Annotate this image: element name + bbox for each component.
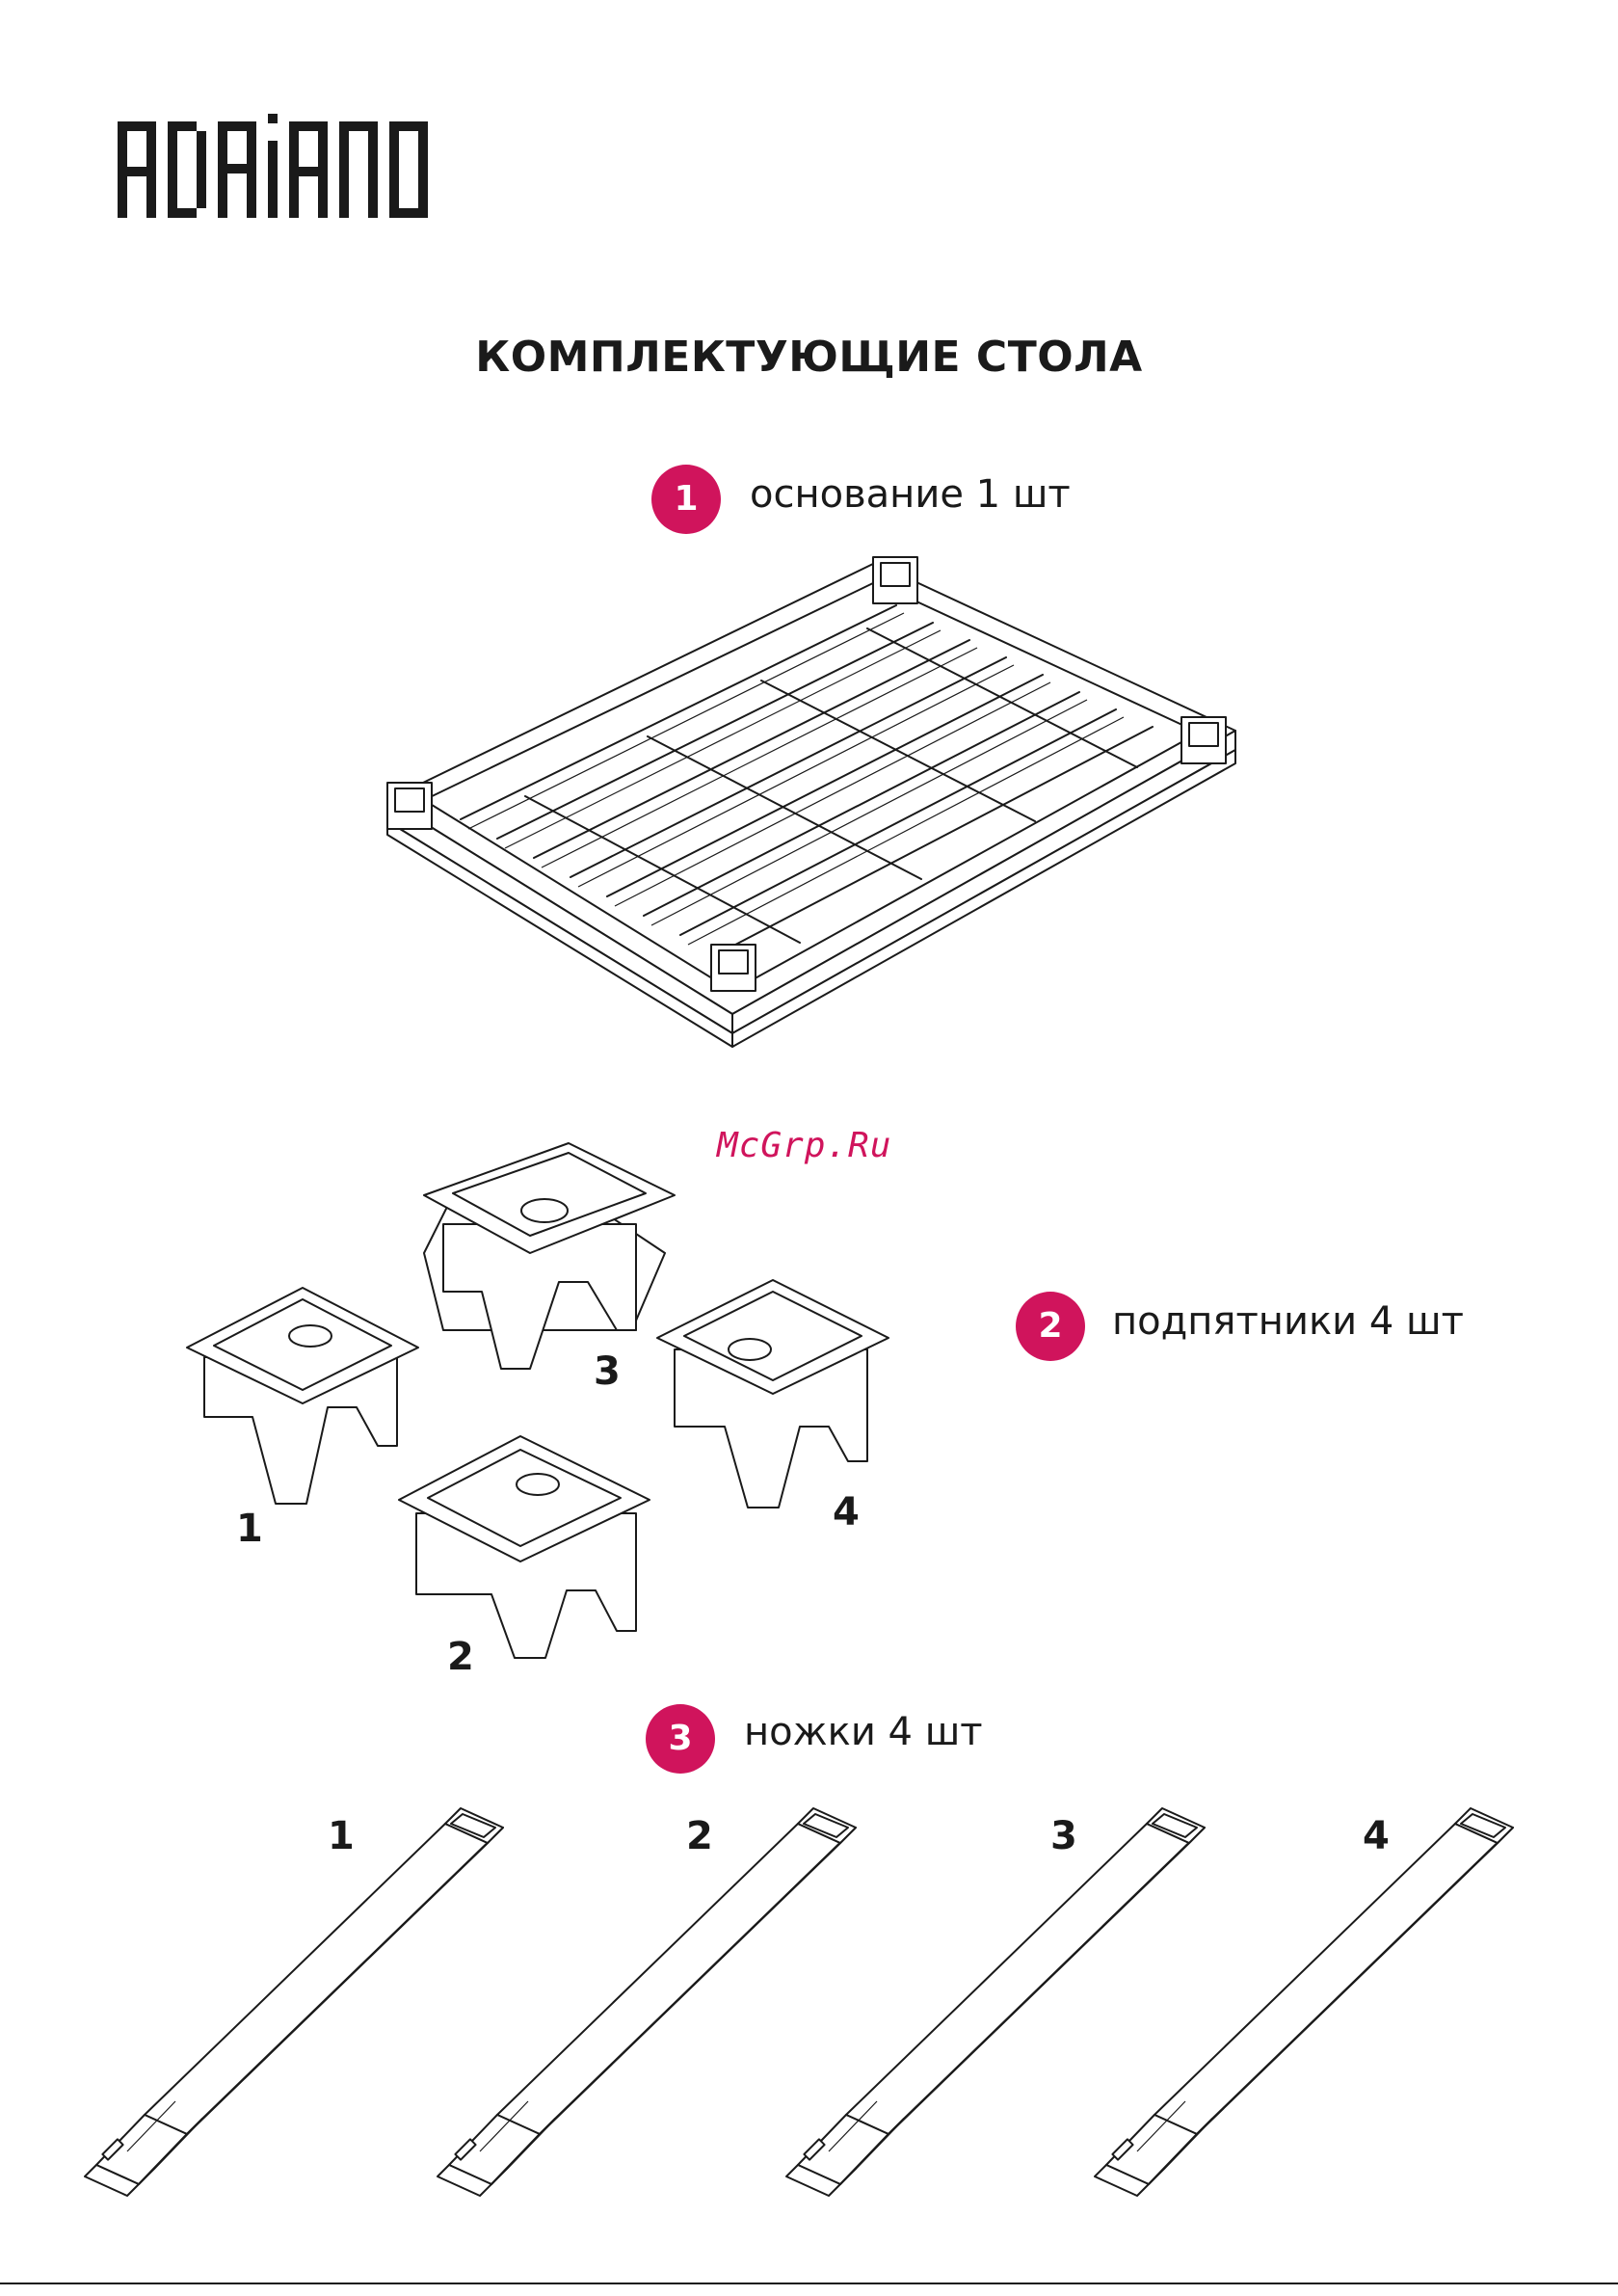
bottom-rule xyxy=(0,2283,1618,2284)
